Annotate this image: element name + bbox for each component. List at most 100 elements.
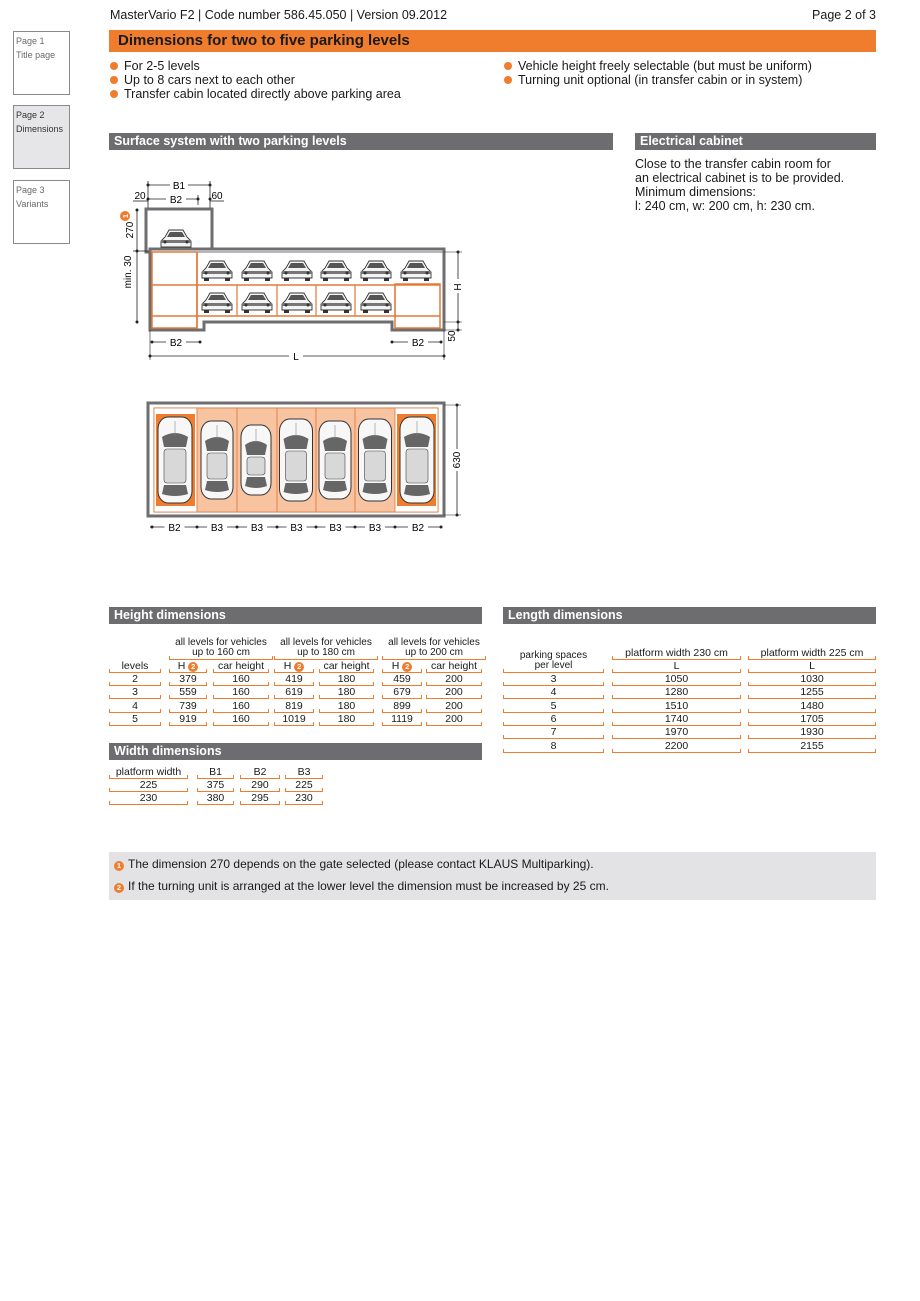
- width-table-cell: 375: [197, 779, 234, 792]
- width-table-cell: 225: [109, 779, 188, 792]
- length-table-cell: 1030: [748, 673, 876, 686]
- dim-tick: [393, 525, 397, 529]
- height-table-cell: 679: [382, 686, 422, 700]
- height-table-cell: 899: [382, 700, 422, 713]
- dim-label-20: 20: [134, 191, 146, 202]
- tab-title-page[interactable]: Page 1 Title page: [13, 31, 70, 95]
- dim-label-630: 630: [452, 451, 463, 468]
- tab-label: Title page: [16, 50, 56, 60]
- dim-tick: [150, 525, 154, 529]
- height-table-cell: 160: [213, 686, 269, 700]
- height-table-cell: 1019: [274, 713, 314, 726]
- footnote-2: 2 If the turning unit is arranged at the …: [114, 879, 609, 893]
- parking-system-drawing: B1 B2 20 60 270 1 min. 30 H 50 B2: [120, 179, 464, 534]
- tab-page-number: Page 1: [16, 36, 45, 46]
- dim-tick: [439, 525, 443, 529]
- height-group-header: up to 180 cm: [274, 647, 378, 660]
- length-header-parking-spaces: parking spaces: [519, 650, 588, 661]
- length-table-cell: 1970: [612, 726, 741, 740]
- footnote-1-badge-text: 1: [121, 214, 130, 218]
- height-header-car-height: car height: [426, 660, 482, 673]
- feature-list-left: For 2-5 levels Up to 8 cars next to each…: [110, 59, 490, 101]
- car-icon: [157, 416, 193, 504]
- feature-list-right: Vehicle height freely selectable (but mu…: [504, 59, 876, 87]
- page-indicator: Page 2 of 3: [812, 8, 876, 22]
- height-table-cell: 200: [426, 700, 482, 713]
- length-table-cell: 2155: [748, 740, 876, 753]
- footnote-2-icon: 2: [114, 883, 124, 893]
- footnote-2-icon: 2: [402, 662, 413, 672]
- height-table-cell: 919: [169, 713, 207, 726]
- dim-label-bg: [207, 521, 227, 532]
- height-group-header: all levels for vehicles: [280, 637, 372, 648]
- car-icon: [400, 260, 432, 281]
- dim-label-50: 50: [447, 330, 458, 342]
- car-icon: [399, 416, 435, 504]
- bullet-dot-icon: [504, 76, 512, 84]
- length-table-cell: 1740: [612, 713, 741, 726]
- width-dimensions-heading: Width dimensions: [109, 743, 482, 760]
- height-table-cell: 180: [319, 686, 374, 700]
- car-icon: [201, 292, 233, 313]
- dim-tick: [275, 525, 279, 529]
- height-header-car-height: car height: [319, 660, 374, 673]
- height-table-cell: 2: [109, 673, 161, 686]
- height-table-cell: 4: [109, 700, 161, 713]
- dim-label-h: H: [453, 283, 464, 290]
- car-icon: [318, 420, 352, 500]
- footnote-2-text: If the turning unit is arranged at the l…: [128, 879, 609, 893]
- length-table-cell: 1705: [748, 713, 876, 726]
- electrical-cabinet-text: Close to the transfer cabin room for an …: [635, 157, 845, 213]
- height-table-cell: 1119: [382, 713, 422, 726]
- length-header-parking-spaces: per level: [503, 660, 604, 673]
- car-icon: [281, 260, 313, 281]
- tab-variants[interactable]: Page 3 Variants: [13, 180, 70, 244]
- length-dimensions-heading: Length dimensions: [503, 607, 876, 624]
- dim-label-bg: [325, 521, 346, 532]
- length-table-cell: 1050: [612, 673, 741, 686]
- width-table-header: B1: [197, 766, 234, 779]
- height-group-header: all levels for vehicles: [175, 637, 267, 648]
- height-table-cell: 819: [274, 700, 314, 713]
- length-table-cell: 1255: [748, 686, 876, 700]
- feature-item: Vehicle height freely selectable (but mu…: [504, 59, 876, 73]
- tab-dimensions[interactable]: Page 2 Dimensions: [13, 105, 70, 169]
- car-icon: [200, 420, 234, 500]
- dim-label-plan: B3: [369, 523, 382, 534]
- dim-tick: [314, 525, 318, 529]
- width-table-cell: 290: [240, 779, 280, 792]
- car-icon: [358, 418, 392, 502]
- footnote-1-text: The dimension 270 depends on the gate se…: [128, 857, 594, 871]
- height-table-cell: 200: [426, 673, 482, 686]
- dim-label-plan: B2: [168, 523, 181, 534]
- car-icon: [320, 292, 352, 313]
- dim-label-b2-top: B2: [170, 195, 183, 206]
- car-icon: [240, 424, 272, 496]
- height-table-cell: 180: [319, 700, 374, 713]
- dim-label-plan: B2: [412, 523, 425, 534]
- length-table-cell: 1280: [612, 686, 741, 700]
- height-table-cell: 180: [319, 713, 374, 726]
- car-icon: [360, 292, 392, 313]
- car-icon: [360, 260, 392, 281]
- height-header-levels: levels: [109, 660, 161, 673]
- dim-label-plan: B3: [290, 523, 303, 534]
- length-table-cell: 6: [503, 713, 604, 726]
- height-header-h: H 2: [169, 660, 207, 673]
- dim-tick: [195, 525, 199, 529]
- width-table-header: B3: [285, 766, 323, 779]
- height-table-cell: 419: [274, 673, 314, 686]
- dim-tick: [235, 525, 239, 529]
- width-table-header: B2: [240, 766, 280, 779]
- height-group-header: up to 160 cm: [169, 647, 273, 660]
- dim-label-270: 270: [125, 221, 136, 238]
- height-table-cell: 160: [213, 700, 269, 713]
- car-icon: [279, 418, 313, 502]
- car-icon: [241, 292, 273, 313]
- dim-label-bg: [408, 521, 428, 532]
- dim-label-plan: B3: [329, 523, 342, 534]
- section-title-bar: Dimensions for two to five parking level…: [109, 30, 876, 52]
- length-table-cell: 1930: [748, 726, 876, 740]
- length-header-l: L: [748, 660, 876, 673]
